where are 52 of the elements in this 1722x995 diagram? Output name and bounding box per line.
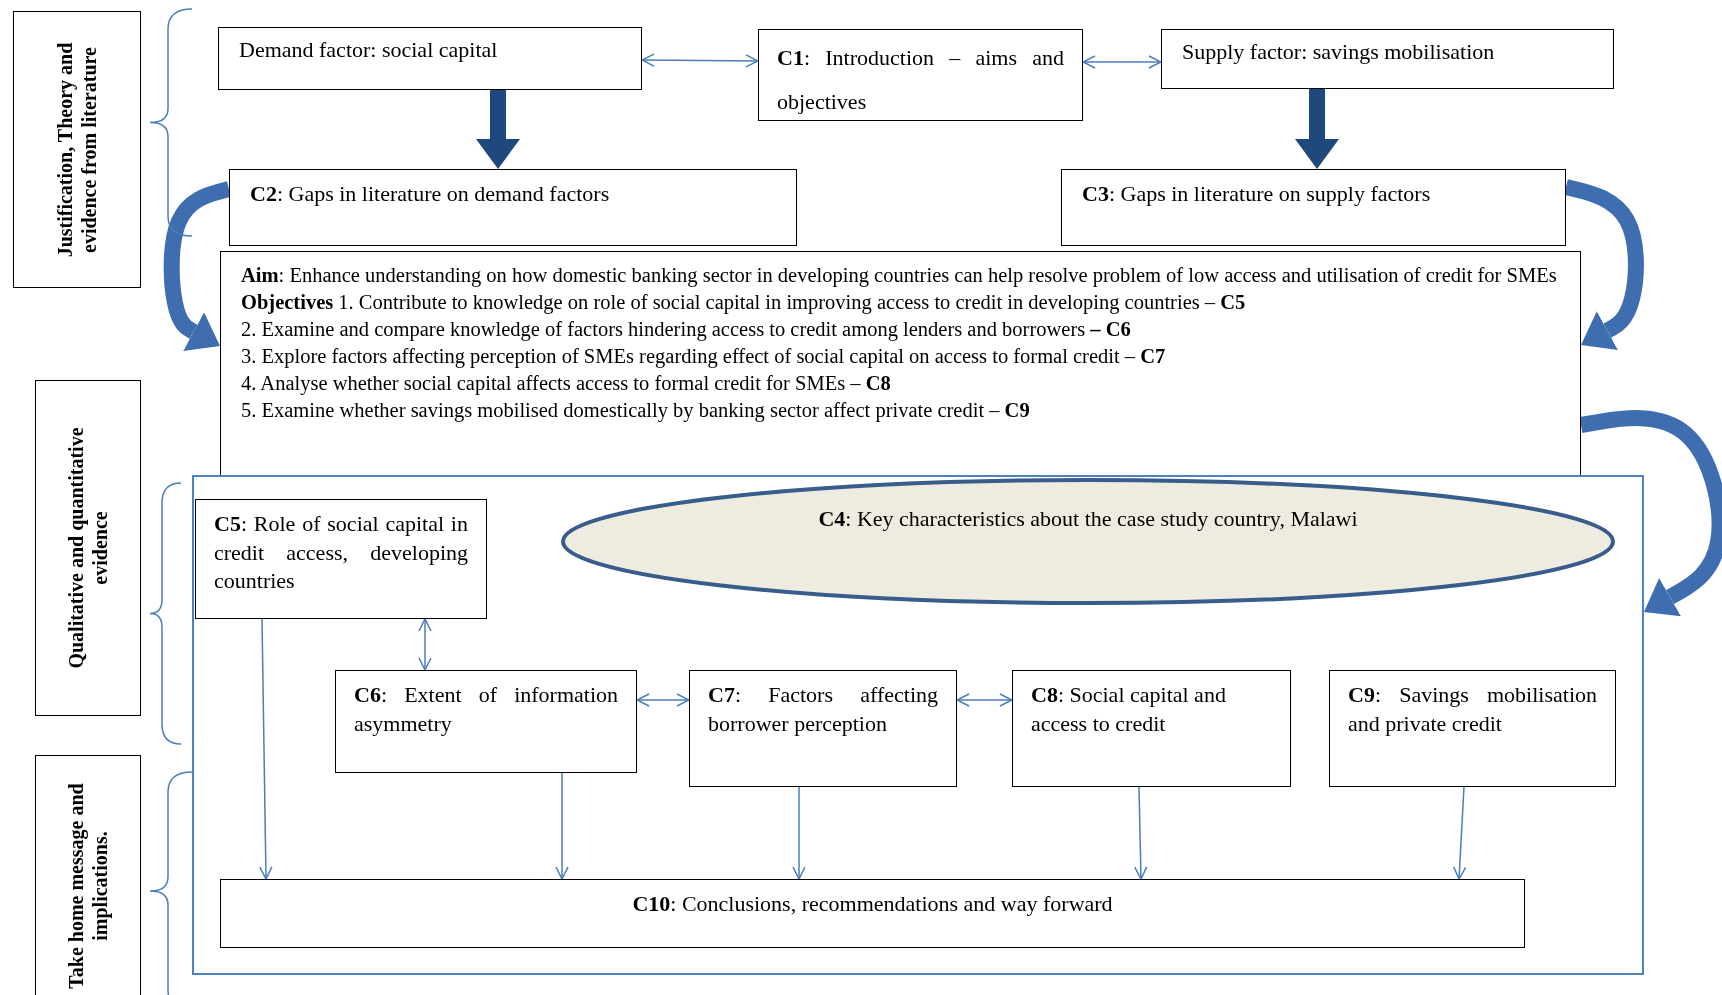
arrow [555, 772, 569, 880]
chapter-title: C6: Extent of information asymmetry [354, 681, 618, 738]
chapter-title: C8: Social capital and access to credit [1031, 681, 1227, 738]
section-label-box [13, 11, 141, 288]
section-label: Take home message and implications. [64, 781, 112, 991]
arrow [636, 693, 690, 707]
aim-text: Aim: Enhance understanding on how domestic banking sector in developing countries can help resolve problem of low access and utilisation of credit for SMEs [241, 263, 1558, 289]
chapter-title: C1: Introduction – aims and objectives [777, 44, 1064, 116]
arrow [259, 618, 273, 880]
chapter-box [1012, 670, 1291, 787]
arrow [1134, 786, 1148, 880]
chapter-box [229, 169, 797, 246]
block-arrow [1295, 89, 1339, 169]
chapter-box [195, 499, 487, 619]
block-arrow [476, 90, 520, 169]
aims-objectives-box [220, 251, 1581, 476]
chapter-title: C4: Key characteristics about the case study country, Malawi [817, 505, 1359, 533]
chapter-box [220, 879, 1525, 948]
block-arrow [1564, 179, 1644, 350]
arrow [418, 618, 432, 671]
chapter-box [218, 27, 642, 90]
block-arrow [1579, 410, 1722, 617]
arrow [1452, 786, 1467, 880]
chapter-title: C9: Savings mobilisation and private credit [1348, 681, 1597, 738]
chapter-box [1161, 29, 1614, 89]
section-label-box [35, 755, 141, 995]
chapter-box [758, 29, 1083, 121]
objective-text: 5. Examine whether savings mobilised domestically by banking sector affect private credit – C9 [241, 398, 1031, 424]
chapter-box [1329, 670, 1616, 787]
objective-text: Objectives 1. Contribute to knowledge on role of social capital in improving access to credit in developing countries – C5 [241, 290, 1247, 316]
arrow [641, 53, 759, 68]
chapter-title: C5: Role of social capital in credit access, developing countries [214, 510, 468, 596]
objective-text: 2. Examine and compare knowledge of factors hindering access to credit among lenders and borrowers – C6 [241, 317, 1132, 343]
chapter-title: Demand factor: social capital [239, 36, 499, 64]
chapter-title: Supply factor: savings mobilisation [1182, 38, 1496, 66]
arrow [792, 786, 806, 880]
group-frame [192, 475, 1644, 975]
section-label-box [35, 380, 141, 716]
section-label: Qualitative and quantitative evidence [64, 426, 112, 671]
chapter-box [1061, 169, 1566, 246]
chapter-oval [560, 477, 1616, 606]
chapter-box [335, 670, 637, 773]
chapter-title: C10: Conclusions, recommendations and way forward [631, 890, 1114, 918]
chapter-box [689, 670, 957, 787]
section-label: Justification, Theory and evidence from literature [53, 41, 101, 259]
chapter-title: C2: Gaps in literature on demand factors [250, 180, 611, 208]
chapter-title: C7: Factors affecting borrower perception [708, 681, 938, 738]
objective-text: 4. Analyse whether social capital affects access to formal credit for SMEs – C8 [241, 371, 892, 397]
arrow [956, 693, 1013, 707]
arrow [1082, 55, 1162, 69]
objective-text: 3. Explore factors affecting perception of SMEs regarding effect of social capital on access to formal credit – C7 [241, 344, 1167, 370]
chapter-title: C3: Gaps in literature on supply factors [1082, 180, 1432, 208]
